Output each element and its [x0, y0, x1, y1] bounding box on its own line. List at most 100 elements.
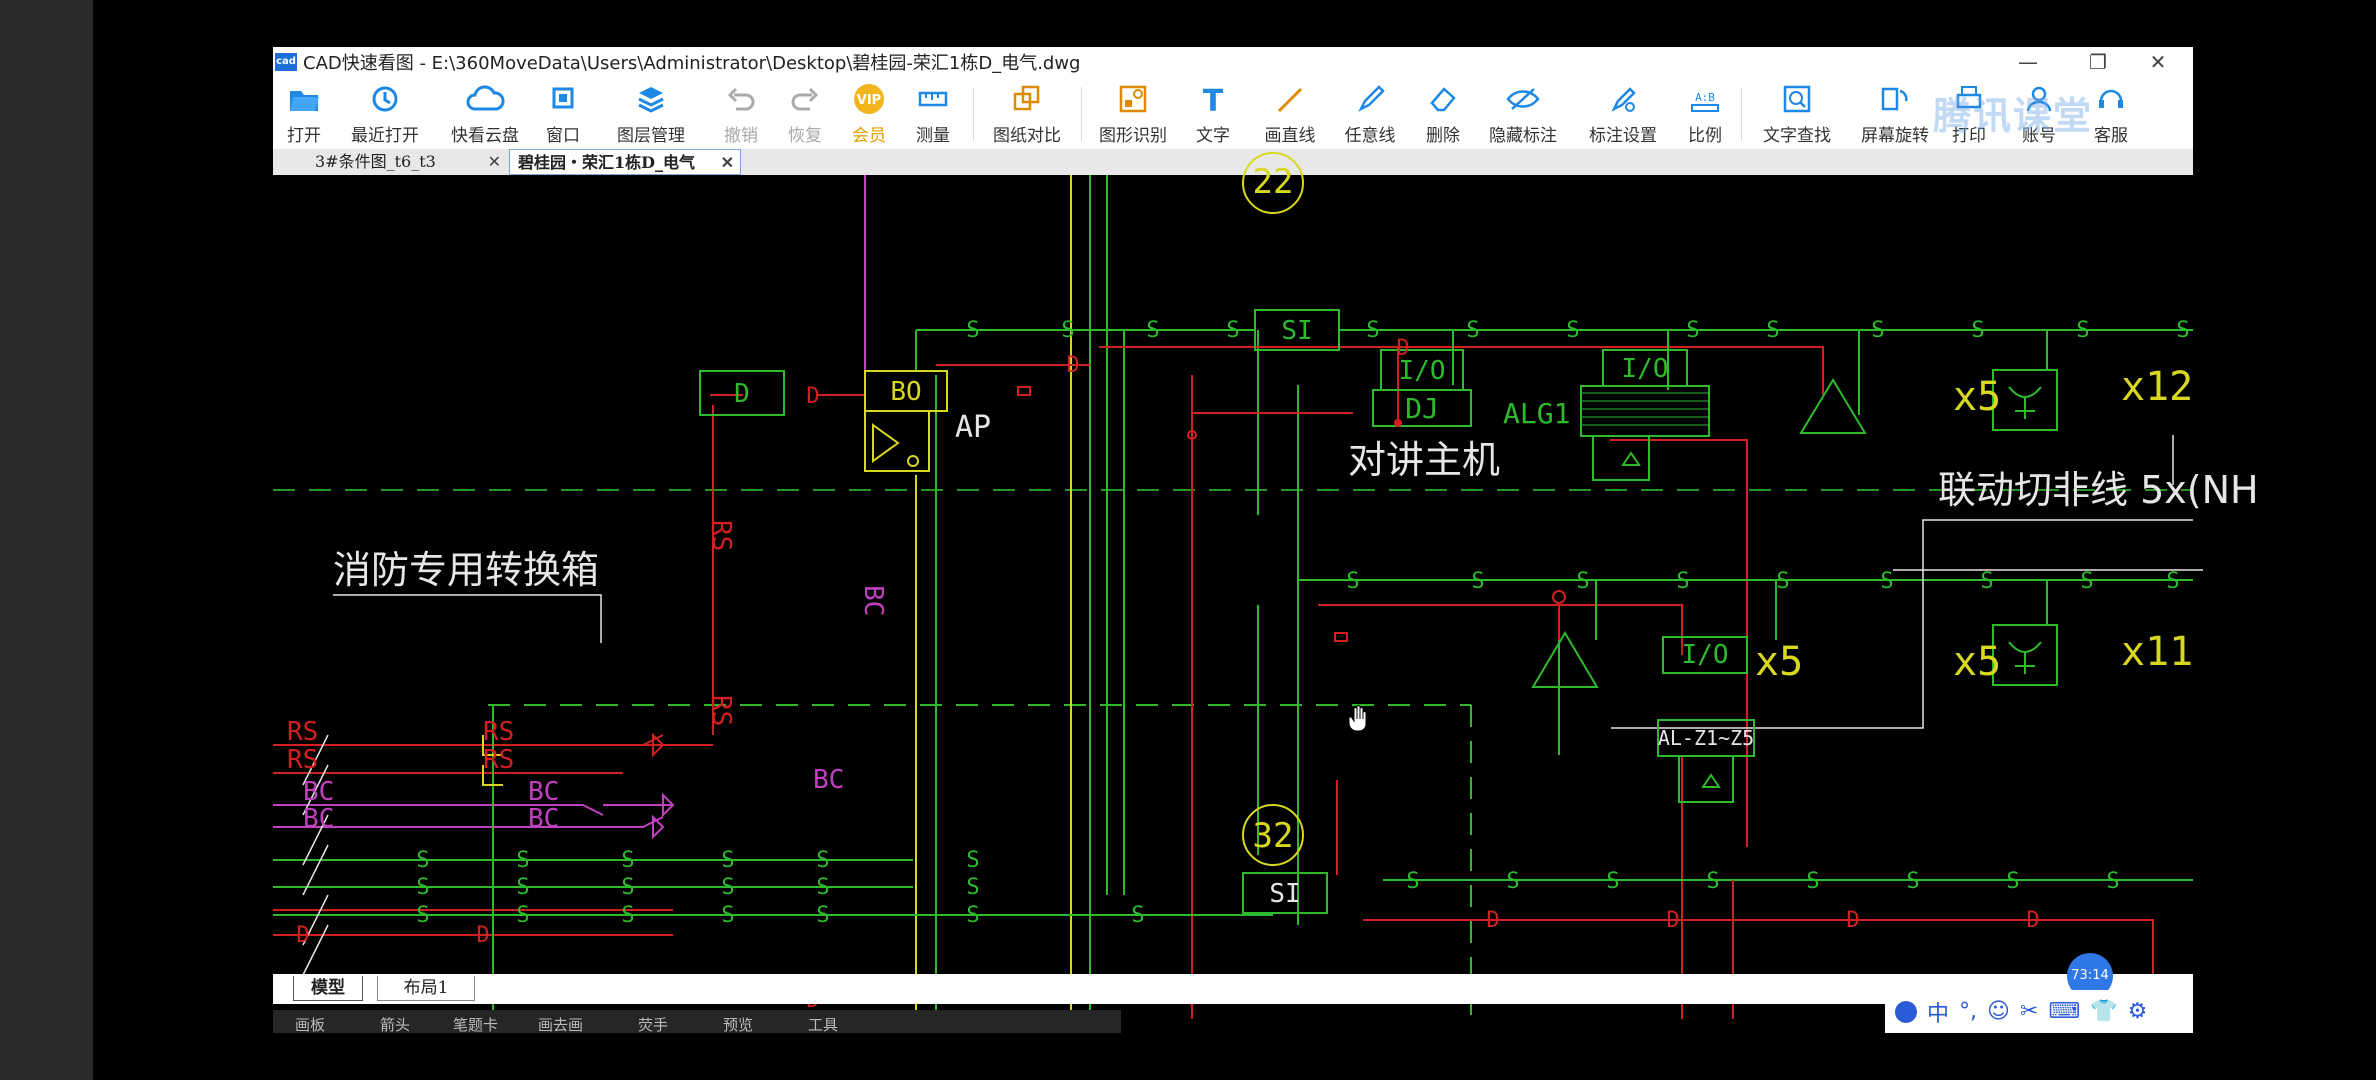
toolbar-separator [973, 87, 974, 141]
annotation-settings-button[interactable]: 标注设置 [1585, 81, 1661, 146]
pen-icon [1358, 85, 1385, 112]
restore-button[interactable]: ❐ [2089, 50, 2107, 74]
svg-text:D: D [1666, 908, 1679, 933]
minimize-button[interactable]: — [2018, 50, 2038, 74]
shape-recognize-button[interactable]: 图形识别 [1095, 81, 1171, 146]
label-ap: AP [955, 410, 991, 445]
label-left-bc-1: BC [303, 777, 334, 807]
toolbar-separator [1081, 87, 1082, 141]
toolbar-label: 会员 [852, 126, 886, 146]
label-x5-b: x5 [1755, 639, 1803, 685]
delete-button[interactable]: 删除 [1423, 81, 1463, 146]
svg-text:S: S [516, 848, 529, 873]
svg-text:S: S [1686, 318, 1699, 343]
taskbar-item[interactable]: 工具 [808, 1016, 839, 1034]
undo-button[interactable]: 撤销 [721, 81, 761, 146]
label-si-top: SI [1281, 316, 1312, 346]
window-button[interactable]: 窗口 [543, 81, 583, 146]
svg-text:S: S [816, 848, 829, 873]
ime-settings-icon[interactable]: ⚙ [2127, 999, 2148, 1024]
svg-text:S: S [1576, 569, 1589, 594]
ime-punctuation-icon[interactable]: °, [1959, 999, 1978, 1024]
scale-button[interactable]: A:B 比例 [1685, 81, 1725, 146]
print-button[interactable]: 打印 [1949, 81, 1989, 146]
svg-text:D: D [1486, 908, 1499, 933]
taskbar-item[interactable]: 画去画 [538, 1016, 584, 1034]
taskbar-item[interactable]: 荧手 [638, 1016, 669, 1034]
draw-line-button[interactable]: 画直线 [1261, 81, 1319, 146]
close-tab-icon[interactable]: ✕ [487, 152, 501, 171]
label-bc-vertical: BC [858, 585, 888, 616]
ime-chinese-mode[interactable]: 中 [1927, 1001, 1950, 1027]
taskbar-item[interactable]: 箭头 [380, 1016, 411, 1034]
toolbar-label: 图纸对比 [993, 126, 1061, 146]
toolbar-label: 最近打开 [351, 126, 419, 146]
clock-icon [372, 86, 398, 112]
hide-annotations-button[interactable]: 隐藏标注 [1485, 81, 1561, 146]
svg-text:S: S [516, 875, 529, 900]
redo-button[interactable]: 恢复 [785, 81, 825, 146]
tab-model[interactable]: 模型 [293, 976, 363, 1001]
text-search-icon [1783, 85, 1811, 113]
svg-text:S: S [2106, 869, 2119, 894]
drawing-compare-button[interactable]: 图纸对比 [989, 81, 1065, 146]
cloud-disk-button[interactable]: 快看云盘 [447, 81, 523, 146]
measure-icon [918, 91, 948, 107]
text-button[interactable]: T 文字 [1193, 81, 1233, 146]
overlay-taskbar: 画板 箭头 笔题卡 画去画 荧手 预览 工具 [273, 1010, 1121, 1034]
svg-text:S: S [966, 903, 979, 928]
measure-button[interactable]: 测量 [913, 81, 953, 146]
svg-text:S: S [516, 903, 529, 928]
freehand-line-button[interactable]: 任意线 [1341, 81, 1399, 146]
close-window-button[interactable]: ✕ [2149, 50, 2167, 74]
layer-manager-button[interactable]: 图层管理 [613, 81, 689, 146]
ime-keyboard-icon[interactable]: ⌨ [2048, 999, 2081, 1024]
layers-icon [638, 87, 664, 113]
svg-text:S: S [966, 848, 979, 873]
ime-skin-icon[interactable]: 👕 [2090, 999, 2118, 1024]
customer-service-button[interactable]: 客服 [2091, 81, 2131, 146]
vip-badge-text: VIP [857, 93, 881, 108]
svg-text:S: S [1146, 318, 1159, 343]
account-icon [2026, 86, 2052, 112]
vip-button[interactable]: VIP 会员 [849, 81, 889, 146]
tab-layout1[interactable]: 布局1 [377, 976, 475, 1001]
ime-scissors-icon[interactable]: ✂ [2019, 999, 2039, 1024]
label-bo-box: BO [890, 377, 921, 407]
tab-electrical-drawing[interactable]: 碧桂园・荣汇1栋D_电气 ✕ [509, 149, 741, 175]
svg-text:S: S [721, 875, 734, 900]
label-bc-2: BC [528, 804, 559, 834]
tab-condition-drawing[interactable]: 3#条件图_t6_t3 ✕ [273, 149, 507, 175]
ime-emoji-icon[interactable]: ☺ [1987, 999, 2010, 1024]
svg-text:S: S [1706, 869, 1719, 894]
rotate-screen-button[interactable]: 屏幕旋转 [1857, 81, 1933, 146]
svg-text:S: S [1980, 569, 1993, 594]
label-x5-c: x5 [1953, 639, 2001, 685]
tab-label: 碧桂园・荣汇1栋D_电气 [518, 153, 696, 172]
account-button[interactable]: 账号 [2019, 81, 2059, 146]
text-search-button[interactable]: 文字查找 [1759, 81, 1835, 146]
recent-open-button[interactable]: 最近打开 [349, 81, 421, 146]
title-bar: cad CAD快速看图 - E:\360MoveData\Users\Admin… [273, 47, 2193, 77]
open-button[interactable]: 打开 [281, 81, 327, 146]
close-tab-icon[interactable]: ✕ [720, 153, 734, 172]
text-tool-glyph: T [1203, 84, 1224, 119]
label-dj: DJ [1405, 392, 1439, 425]
taskbar-item[interactable]: 预览 [723, 1016, 754, 1034]
label-x12: x12 [2121, 364, 2193, 410]
toolbar-label: 恢复 [788, 126, 822, 146]
toolbar-label: 标注设置 [1589, 126, 1657, 146]
toolbar-label: 图层管理 [617, 126, 685, 146]
label-x11: x11 [2121, 629, 2193, 675]
svg-text:S: S [2080, 569, 2093, 594]
annotation-settings-icon [1611, 87, 1636, 112]
svg-text:S: S [1880, 569, 1893, 594]
taskbar-item[interactable]: 画板 [295, 1016, 326, 1034]
taskbar-item[interactable]: 笔题卡 [453, 1016, 499, 1034]
toolbar-label: 图形识别 [1099, 126, 1167, 146]
drawing-labels: D BO AP SI I/O DJ ALG1 I/O 对讲主机 x5 x12 联… [287, 162, 2259, 909]
label-bc-1: BC [528, 777, 559, 807]
svg-text:S: S [1366, 318, 1379, 343]
ime-logo-icon[interactable] [1895, 1000, 1917, 1023]
